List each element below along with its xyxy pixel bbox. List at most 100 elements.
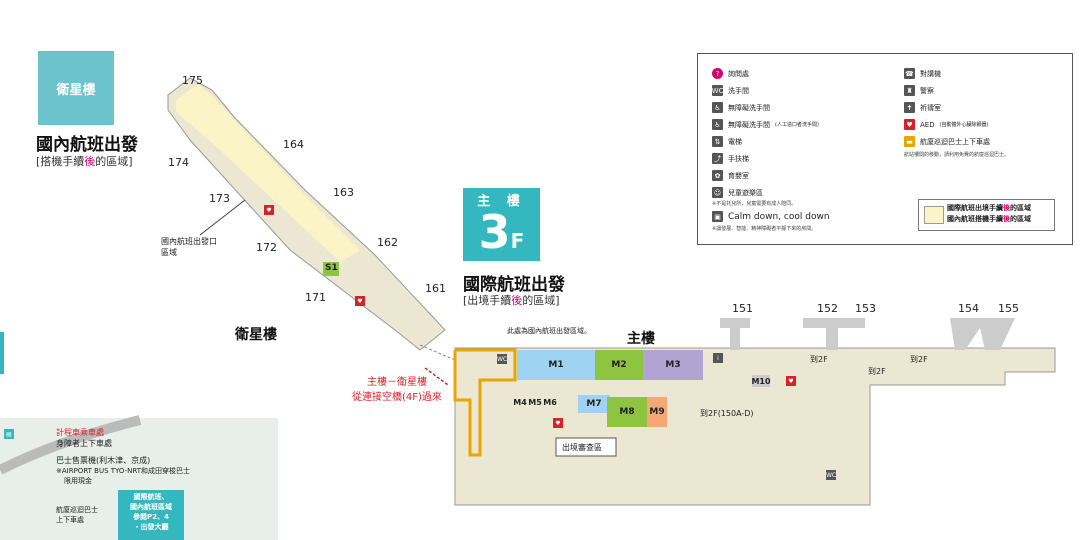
zone-m1[interactable]: M1 xyxy=(548,360,564,370)
legend-label: 祈禱室 xyxy=(920,103,941,112)
gate-163: 163 xyxy=(333,186,354,199)
main-building-label: 主樓 xyxy=(627,331,655,347)
satellite-label: 衛星樓 xyxy=(235,327,277,343)
legend-label: 無障礙洗手間 xyxy=(728,120,770,129)
floor-tag: 主 樓 3F xyxy=(463,188,540,261)
zone-m2[interactable]: M2 xyxy=(611,360,627,370)
info-icon: ? xyxy=(712,68,723,79)
taxi-icon: ▤ xyxy=(4,429,14,439)
departure-exam-label: 出境審查區 xyxy=(562,443,602,452)
s1-fill xyxy=(323,262,339,276)
zone-m3[interactable]: M3 xyxy=(665,360,681,370)
bus-note-2: 限用現金 xyxy=(64,477,92,485)
legend-label: 手扶梯 xyxy=(728,154,749,163)
prayer-room-icon: ✝ xyxy=(904,102,915,113)
gate-161: 161 xyxy=(425,282,446,295)
aed-icon: ♥ xyxy=(355,296,365,306)
legend-label: 航廈巡迴巴士上下車處 xyxy=(920,137,990,146)
zone-m9[interactable]: M9 xyxy=(649,407,665,417)
restroom-icon: WC xyxy=(496,354,508,364)
main-building xyxy=(454,347,1056,506)
bridge-note: 主樓－衛星樓從連接空橋(4F)過來 xyxy=(352,377,442,403)
gate-155: 155 xyxy=(998,302,1019,315)
to-2f-1: 到2F xyxy=(810,355,828,364)
pier-152-stem xyxy=(826,326,838,350)
to-2f-150: 到2F(150A-D) xyxy=(700,409,754,418)
zone-m9-fill xyxy=(647,397,667,427)
info-icon: i xyxy=(713,353,723,363)
ostomate-restroom-icon: ♿ xyxy=(712,119,723,130)
to-2f-2: 到2F xyxy=(868,367,886,376)
gate-172: 172 xyxy=(256,241,277,254)
disabled-dropoff-label: 身障者上下車處 xyxy=(56,439,112,448)
intl-departure-title: 國際航班出發 xyxy=(463,275,565,295)
intercom-icon: ☎ xyxy=(904,68,915,79)
pier-152 xyxy=(803,318,865,328)
zone-m10[interactable]: M10 xyxy=(751,375,771,387)
pier-151 xyxy=(720,318,750,328)
aed-icon: ♥ xyxy=(264,205,274,215)
bus-ticket-label: 巴士售票機(利木津、京成) xyxy=(56,456,151,465)
zone-m4[interactable]: M4 xyxy=(513,397,527,407)
aed-icon: ♥ xyxy=(553,418,563,428)
legend-label: 對講機 xyxy=(920,69,941,78)
calm-note: ※讓發展、智能、精神障礙者平靜下來的房間。 xyxy=(712,226,817,232)
zone-m7[interactable]: M7 xyxy=(586,399,602,409)
legend-label: 洗手間 xyxy=(728,86,749,95)
escalator-icon: ⤴ xyxy=(712,153,723,164)
zone-m3-fill xyxy=(643,350,703,380)
zone-m1-fill xyxy=(517,350,595,380)
taxi-label: 計程車乘車處 xyxy=(56,428,104,437)
kids-note: ※不是托兒所，兒童需要有成人陪同。 xyxy=(712,201,797,207)
legend-label: 警察 xyxy=(920,86,934,95)
gate-151: 151 xyxy=(732,302,753,315)
gate-164: 164 xyxy=(283,138,304,151)
area-key: 國際航班出境手續後的區域 國內航班搭機手續後的區域 xyxy=(918,199,1055,231)
restroom-icon: WC xyxy=(711,85,724,96)
zone-m5[interactable]: M5 xyxy=(528,397,542,407)
zone-m2-fill xyxy=(595,350,643,380)
blue-info-box xyxy=(118,490,184,540)
building-edge-blue xyxy=(0,332,4,374)
area-swatch xyxy=(924,206,944,224)
gate-171: 171 xyxy=(305,291,326,304)
zone-m7-fill xyxy=(578,395,610,413)
gate-152: 152 xyxy=(817,302,838,315)
accessible-restroom-icon: ♿ xyxy=(712,102,723,113)
other-area-box[interactable]: 國際航班、國內航班區域參閱P2、4・出發大廳 xyxy=(130,493,172,531)
gate-175: 175 xyxy=(182,74,203,87)
elevator-icon: ⇅ xyxy=(712,136,723,147)
satellite-domestic-area xyxy=(176,84,360,262)
intl-departure-subtitle: [出境手續後的區域] xyxy=(463,294,560,307)
bridge-outline xyxy=(453,348,517,457)
to-2f-3: 到2F xyxy=(910,355,928,364)
departure-exam-box xyxy=(555,437,617,457)
police-icon: ♜ xyxy=(904,85,915,96)
road-curve xyxy=(0,415,142,475)
shuttle-label: 航廈巡迴巴士上下車處 xyxy=(56,506,98,524)
gate-153: 153 xyxy=(855,302,876,315)
legend-label: 兒童遊樂區 xyxy=(728,188,763,197)
aed-icon: ♥ xyxy=(786,376,796,386)
domestic-exit-leader xyxy=(199,199,246,236)
connector-bridge xyxy=(419,344,456,361)
domestic-departure-subtitle: [搭機手續後的區域] xyxy=(36,155,133,168)
zone-m8-fill xyxy=(607,397,647,427)
pier-154 xyxy=(950,318,1015,350)
gate-173: 173 xyxy=(209,192,230,205)
legend-label: AED xyxy=(920,120,935,129)
s1-label: S1 xyxy=(325,263,338,273)
legend-label: Calm down, cool down xyxy=(728,211,830,222)
gate-162: 162 xyxy=(377,236,398,249)
restroom-icon: WC xyxy=(825,470,837,480)
aed-icon: ♥ xyxy=(904,119,915,130)
legend-label: 電梯 xyxy=(728,137,742,146)
zone-m6[interactable]: M6 xyxy=(543,397,557,407)
gate-174: 174 xyxy=(168,156,189,169)
legend-label: 詢問處 xyxy=(728,69,749,78)
pier-151-stem xyxy=(730,326,740,350)
zone-m8[interactable]: M8 xyxy=(619,407,635,417)
kids-area-icon: ☺ xyxy=(712,187,723,198)
domestic-area-note: 此處為國內航班出發區域。 xyxy=(507,327,591,335)
